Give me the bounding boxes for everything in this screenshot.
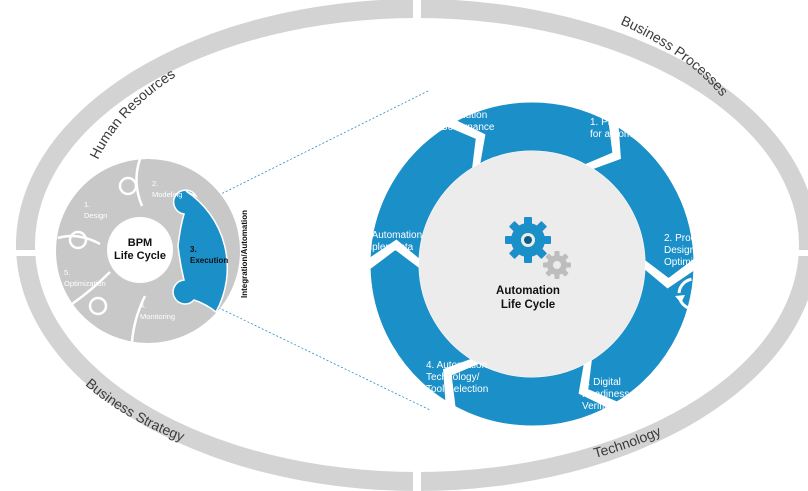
- seg2-line2: Design and: [664, 245, 715, 256]
- seg3-line3: Verification: [582, 401, 631, 412]
- bpm-title-line1: BPM: [128, 237, 152, 249]
- outer-ring-divider-left: [14, 250, 38, 256]
- bpm-monitoring-label: Monitoring: [140, 312, 175, 321]
- seg3-line1: 3. Digital: [582, 377, 621, 388]
- seg1-line2: for automation: [590, 129, 654, 140]
- seg1-line1: 1. Processes: [590, 117, 648, 128]
- automation-title-line1: Automation: [496, 285, 560, 297]
- gear-icon: [505, 217, 551, 263]
- cycle-arrows-icon: [675, 277, 713, 311]
- automation-hub: [419, 151, 645, 377]
- bpm-modeling-label: Modeling: [152, 190, 182, 199]
- bpm-execution-label: Execution: [190, 256, 228, 265]
- seg2-line1: 2. Process: [664, 233, 711, 244]
- automation-life-cycle: Automation Life Cycle 6. Solution Govern…: [361, 99, 720, 429]
- bpm-modeling-num: 2.: [152, 179, 158, 188]
- bpm-monitoring-num: 4.: [140, 301, 146, 310]
- bpm-design-label: Design: [84, 211, 107, 220]
- seg5-line2: Implementa: [361, 242, 414, 253]
- bpm-optimization-num: 5.: [64, 268, 70, 277]
- bpm-optimization-label: Optimization: [64, 279, 106, 288]
- bpm-hub: [107, 217, 173, 283]
- bpm-title-line2: Life Cycle: [114, 250, 166, 262]
- bpm-segment-execution: [172, 189, 229, 314]
- automation-title-line2: Life Cycle: [501, 299, 555, 311]
- outer-ring-divider-bottom: [413, 470, 421, 491]
- integration-automation-label: Integration/Automation: [240, 210, 249, 298]
- seg2-line3: Optimization: [664, 257, 720, 268]
- outer-ring-divider-right: [795, 250, 808, 256]
- seg6-line1: 6. Solution: [440, 110, 487, 121]
- outer-ring-divider-top: [413, 0, 421, 20]
- seg4-line3: Tool Selection: [426, 384, 488, 395]
- seg4-line1: 4. Automation: [426, 360, 487, 371]
- bpm-execution-num: 3.: [190, 245, 197, 254]
- seg5-line3: tion: [361, 254, 377, 265]
- seg4-line2: Technology/: [426, 372, 480, 383]
- gear-small-icon: [543, 251, 571, 279]
- bpm-design-num: 1.: [84, 200, 90, 209]
- seg3-line2: Readiness: [582, 389, 629, 400]
- zoom-connector: [214, 89, 431, 411]
- bpm-seams: [57, 158, 147, 343]
- seg6-line2: Governance: [440, 122, 495, 133]
- connector-line-top: [214, 89, 431, 198]
- seg5-line1: 5. Automation: [361, 230, 422, 241]
- bpm-life-cycle: BPM Life Cycle 1. Design 2. Modeling 3. …: [56, 158, 240, 343]
